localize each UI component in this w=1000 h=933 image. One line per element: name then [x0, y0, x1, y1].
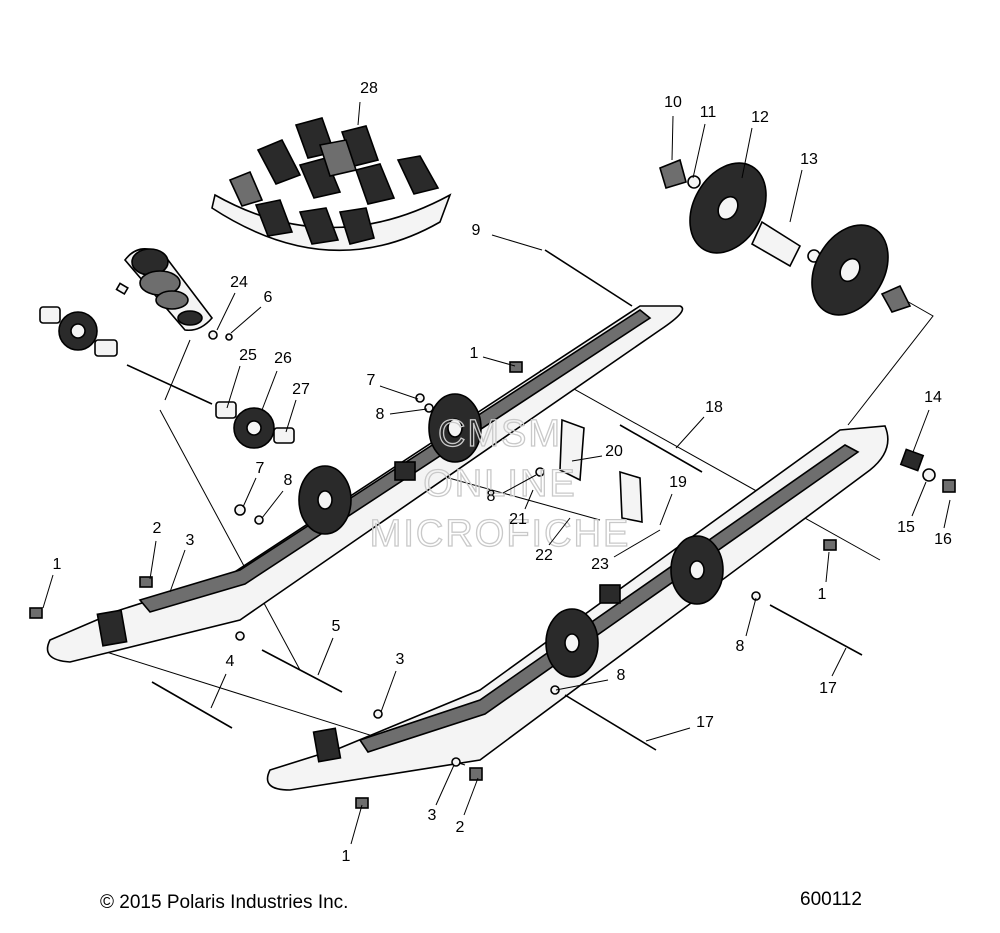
leader-line-c23	[613, 529, 661, 558]
callout-c26: 26	[274, 350, 292, 367]
callout-c1c: 1	[818, 586, 827, 603]
leader-line-c20	[571, 455, 603, 462]
leader-line-c16	[943, 499, 951, 529]
copyright-text: © 2015 Polaris Industries Inc.	[100, 892, 348, 913]
watermark-line-1: CMSM	[438, 413, 562, 455]
watermark-line-3: MICROFICHE	[370, 513, 631, 555]
callout-c7a: 7	[367, 372, 376, 389]
callout-c1a: 1	[470, 345, 479, 362]
callout-c4: 4	[226, 653, 235, 670]
callout-c17b: 17	[696, 714, 714, 731]
cross-shafts-part	[544, 249, 703, 473]
callout-c2a: 2	[153, 520, 162, 537]
leader-line-c21	[524, 489, 534, 510]
callout-c6: 6	[264, 289, 273, 306]
callout-c3a: 3	[186, 532, 195, 549]
leader-line-c8b	[502, 474, 537, 494]
leader-line-c8a	[389, 408, 428, 415]
leader-line-c8c	[261, 490, 284, 519]
watermark-line-2: ONLINE	[423, 463, 576, 505]
callout-c10: 10	[664, 94, 682, 111]
right-rail-part	[266, 425, 889, 791]
callout-c8d: 8	[736, 638, 745, 655]
leader-line-c1d	[350, 804, 363, 845]
leader-line-c3b	[380, 670, 397, 713]
callout-c3c: 3	[428, 807, 437, 824]
callout-c11: 11	[700, 104, 717, 121]
track-section-part	[211, 117, 452, 252]
callout-c2b: 2	[456, 819, 465, 836]
callout-c23: 23	[591, 556, 609, 573]
leader-line-c7a	[379, 385, 419, 400]
callout-c21: 21	[509, 511, 527, 528]
rear-idler-wheels-part	[659, 158, 912, 316]
callout-c13: 13	[800, 151, 818, 168]
leader-line-c7b	[242, 477, 257, 508]
leader-line-c2a	[149, 540, 157, 580]
callout-c18: 18	[705, 399, 723, 416]
front-axle-parts	[39, 306, 295, 449]
leader-line-c3c	[435, 764, 455, 806]
callout-c27: 27	[292, 381, 310, 398]
leader-line-c9	[491, 234, 543, 251]
leader-line-c13	[789, 169, 803, 223]
callout-c17a: 17	[819, 680, 837, 697]
leader-line-c8d	[745, 597, 757, 637]
callout-c19: 19	[669, 474, 687, 491]
leader-line-c6	[230, 306, 262, 334]
leader-line-c27	[285, 399, 297, 433]
leader-line-c25	[226, 365, 241, 409]
callout-c24: 24	[230, 274, 248, 291]
callout-c25: 25	[239, 347, 257, 364]
callout-c15: 15	[897, 519, 915, 536]
leader-line-c3a	[169, 549, 186, 593]
callout-c1d: 1	[342, 848, 351, 865]
leader-line-c1c	[825, 551, 830, 583]
leader-line-c14	[912, 409, 930, 453]
callout-c12: 12	[751, 109, 769, 126]
leader-line-c10	[671, 115, 674, 161]
callout-c14: 14	[924, 389, 942, 406]
shock-absorber-part	[115, 248, 214, 332]
callout-c8b: 8	[487, 488, 496, 505]
watermark: CMSM ONLINE MICROFICHE	[369, 412, 631, 555]
callout-c5: 5	[332, 618, 341, 635]
diagram-id: 600112	[800, 889, 862, 910]
leader-line-c8e	[555, 679, 609, 691]
callout-c20: 20	[605, 443, 623, 460]
leader-line-c24	[216, 292, 236, 331]
leader-line-c1a	[482, 356, 516, 367]
leader-line-c17a	[831, 647, 847, 677]
callout-c8e: 8	[617, 667, 626, 684]
leader-line-c5	[317, 637, 334, 676]
callout-c16: 16	[934, 531, 952, 548]
leader-line-c11	[692, 123, 706, 179]
leader-line-c19	[659, 493, 673, 526]
leader-line-c26	[261, 370, 278, 411]
leader-line-c2b	[463, 777, 479, 816]
callout-c3b: 3	[396, 651, 405, 668]
crossbars-part	[151, 604, 863, 751]
leader-line-c18	[675, 416, 705, 449]
leader-line-c17b	[645, 727, 691, 742]
leader-line-c4	[210, 673, 227, 709]
left-rail-part	[46, 305, 684, 663]
callout-c22: 22	[535, 547, 553, 564]
callout-c7b: 7	[256, 460, 265, 477]
callout-c9: 9	[472, 222, 481, 239]
leader-line-c15	[911, 481, 927, 517]
leader-line-c1b	[42, 574, 54, 609]
callout-c8a: 8	[376, 406, 385, 423]
callout-c28: 28	[360, 80, 378, 97]
leader-line-c22	[548, 517, 571, 546]
brackets-and-hardware-part	[29, 361, 956, 809]
callout-c8c: 8	[284, 472, 293, 489]
callout-c1b: 1	[53, 556, 62, 573]
leader-line-c28	[357, 101, 361, 126]
leader-line-c12	[741, 127, 753, 179]
